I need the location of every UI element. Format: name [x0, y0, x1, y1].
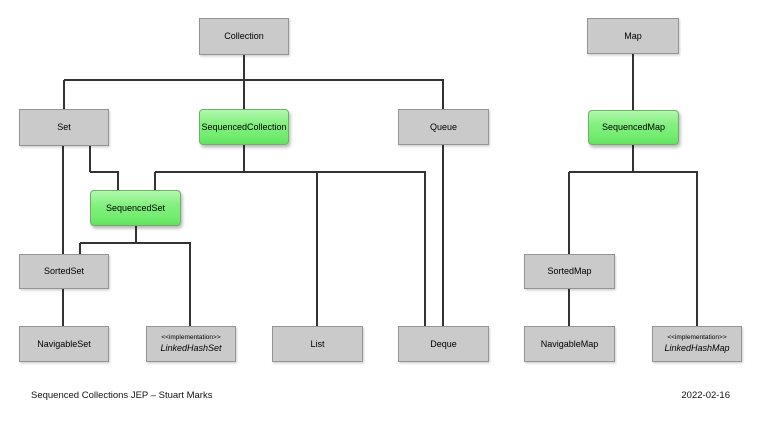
edge-set-elbow-to-sequencedset: [117, 172, 119, 190]
edge-linkedhashset-drop: [189, 243, 191, 326]
node-deque: Deque: [398, 326, 489, 362]
node-sortedmap: SortedMap: [524, 254, 615, 289]
node-sequencedcollection: SequencedCollection: [199, 109, 289, 145]
footer-date: 2022-02-16: [681, 390, 730, 401]
node-linkedhashmap: <<implementation>>LinkedHashMap: [652, 326, 742, 362]
node-label: LinkedHashMap: [664, 342, 730, 353]
node-label: SequencedCollection: [201, 121, 287, 132]
edge-sequencedset-stem: [135, 226, 137, 243]
edge-sequencedcollection-drop: [243, 80, 245, 109]
node-label: SortedSet: [43, 266, 85, 277]
node-set: Set: [19, 109, 109, 146]
node-label: SequencedSet: [105, 202, 166, 213]
node-sortedset: SortedSet: [19, 254, 109, 289]
edge-set-elbow-across: [90, 171, 119, 173]
node-list: List: [272, 326, 363, 362]
edge-set-drop: [63, 80, 65, 109]
edge-sequencedcollection-stem: [243, 145, 245, 172]
node-queue: Queue: [398, 109, 489, 145]
edge-collection-stem: [243, 55, 245, 80]
footer-title: Sequenced Collections JEP – Stuart Marks: [31, 390, 213, 401]
node-stereotype: <<implementation>>: [161, 334, 221, 342]
node-map: Map: [587, 18, 679, 54]
node-label: Set: [57, 122, 71, 133]
node-label: NavigableSet: [37, 338, 91, 349]
node-label: NavigableMap: [540, 338, 599, 349]
edge-deque-drop: [424, 172, 426, 326]
node-label: LinkedHashSet: [160, 342, 222, 353]
edge-sortedmap-drop: [568, 172, 570, 254]
edge-collection-bus: [64, 79, 444, 81]
edge-sequencedcollection-bus: [155, 171, 426, 173]
edge-sequencedmap-bus: [569, 171, 698, 173]
edge-sequencedset-bus: [80, 242, 191, 244]
node-label: Deque: [430, 338, 457, 349]
node-label: Map: [624, 30, 642, 41]
edge-map-stem: [632, 54, 634, 110]
edge-set-to-sortedset: [62, 146, 64, 254]
edge-sortedset-drop: [79, 243, 81, 254]
node-label: SortedMap: [547, 266, 592, 277]
edge-list-drop: [316, 172, 318, 326]
node-navigableset: NavigableSet: [19, 326, 109, 362]
edge-set-elbow-down: [89, 146, 91, 172]
edge-sequencedset-drop: [154, 172, 156, 190]
edge-linkedhashmap-drop: [696, 172, 698, 326]
node-label: Collection: [224, 31, 264, 42]
node-collection: Collection: [199, 18, 289, 55]
node-label: SequencedMap: [601, 122, 666, 133]
node-navigablemap: NavigableMap: [524, 326, 615, 362]
node-label: List: [310, 338, 325, 349]
node-linkedhashset: <<implementation>>LinkedHashSet: [146, 326, 236, 362]
node-sequencedset: SequencedSet: [90, 190, 181, 226]
edge-queue-drop: [442, 80, 444, 109]
node-label: Queue: [429, 121, 458, 132]
node-stereotype: <<implementation>>: [667, 334, 727, 342]
edge-queue-to-deque: [442, 145, 444, 326]
node-sequencedmap: SequencedMap: [588, 110, 679, 145]
edge-sortedset-to-navigableset: [62, 289, 64, 326]
edge-sequencedmap-stem: [632, 145, 634, 172]
edge-sortedmap-to-navigablemap: [568, 289, 570, 326]
